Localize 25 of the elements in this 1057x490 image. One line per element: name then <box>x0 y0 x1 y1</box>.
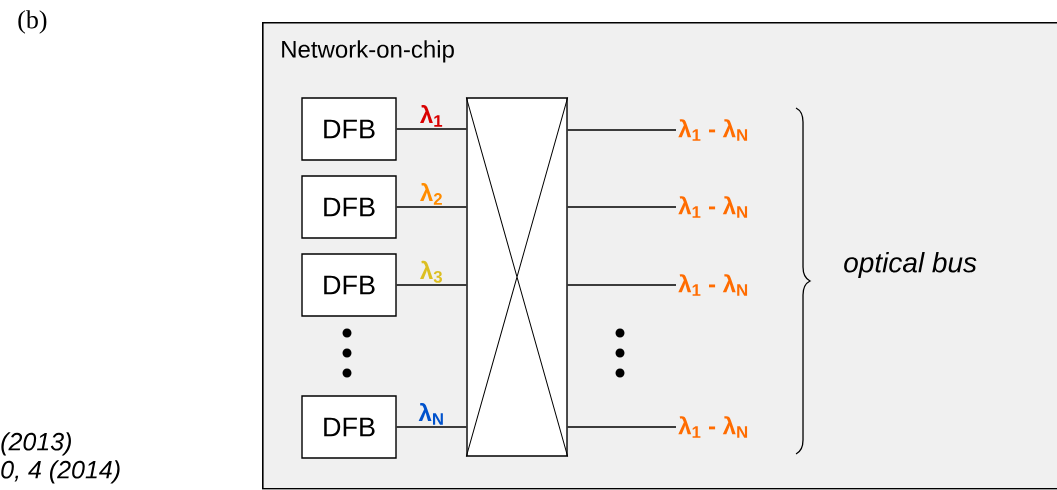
connector-line <box>396 426 467 428</box>
edge-label: λ$_{N}$ <box>418 403 443 425</box>
connector-line <box>567 206 677 208</box>
reference-text: 0, 4 (2014) <box>1 460 120 484</box>
wavelength-label: λ$_{1}$ - λ$_{N}$ <box>678 274 748 296</box>
wavelength-label: λ$_{1}$ - λ$_{N}$ <box>678 416 748 438</box>
edge-label: λ$_{1}$ <box>420 105 443 127</box>
laser-box: DFB <box>301 395 397 459</box>
laser-box: DFB <box>301 253 397 317</box>
reference-text: (2013) <box>1 432 71 456</box>
connector-line <box>567 284 677 286</box>
connector-line <box>396 284 467 286</box>
connector-line <box>567 426 677 428</box>
edge-label: λ$_{3}$ <box>420 260 442 283</box>
laser-box: DFB <box>301 175 397 239</box>
wavelength-label: λ$_{1}$ - λ$_{N}$ <box>678 119 748 141</box>
bus-label: optical bus <box>844 251 977 279</box>
laser-box: DFB <box>301 97 397 161</box>
crossbar-switch <box>465 96 569 458</box>
connector-line <box>396 128 467 130</box>
connector-line <box>567 129 677 131</box>
edge-label: λ$_{2}$ <box>420 183 442 205</box>
wavelength-label: λ$_{1}$ - λ$_{N}$ <box>678 196 748 218</box>
panel-letter: (b) <box>18 10 47 34</box>
connector-line <box>396 206 467 208</box>
